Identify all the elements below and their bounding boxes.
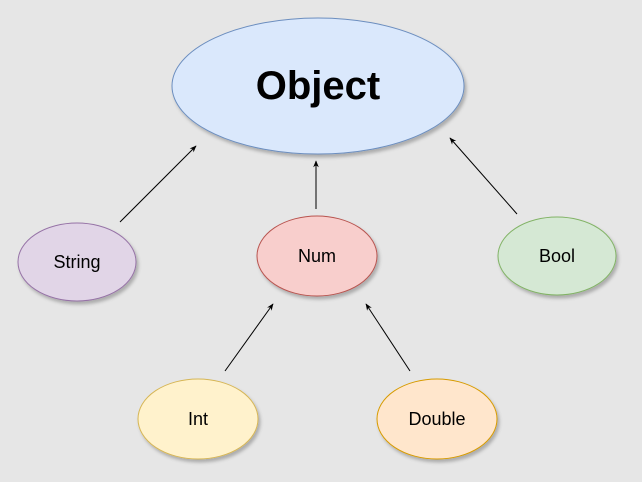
- node-string: String: [17, 222, 137, 302]
- node-bool-label: Bool: [539, 246, 575, 266]
- node-double-label: Double: [408, 409, 465, 429]
- node-double-shape: [376, 378, 498, 460]
- edge-double-to-num: [365, 303, 411, 372]
- node-int: Int: [137, 378, 259, 460]
- edge-string-to-object: [119, 145, 197, 223]
- node-object-shape: [171, 17, 465, 155]
- node-object: Object: [171, 17, 465, 155]
- node-string-label: String: [53, 252, 100, 272]
- edge-bool-to-object: [449, 137, 518, 215]
- node-int-label: Int: [188, 409, 208, 429]
- node-num: Num: [256, 215, 378, 297]
- node-num-shape: [256, 215, 378, 297]
- node-bool-shape: [497, 216, 617, 296]
- node-object-label: Object: [256, 64, 380, 108]
- node-int-shape: [137, 378, 259, 460]
- node-bool: Bool: [497, 216, 617, 296]
- node-num-label: Num: [298, 246, 336, 266]
- edge-int-to-num: [224, 303, 274, 372]
- edges: [119, 137, 518, 372]
- node-string-shape: [17, 222, 137, 302]
- node-double: Double: [376, 378, 498, 460]
